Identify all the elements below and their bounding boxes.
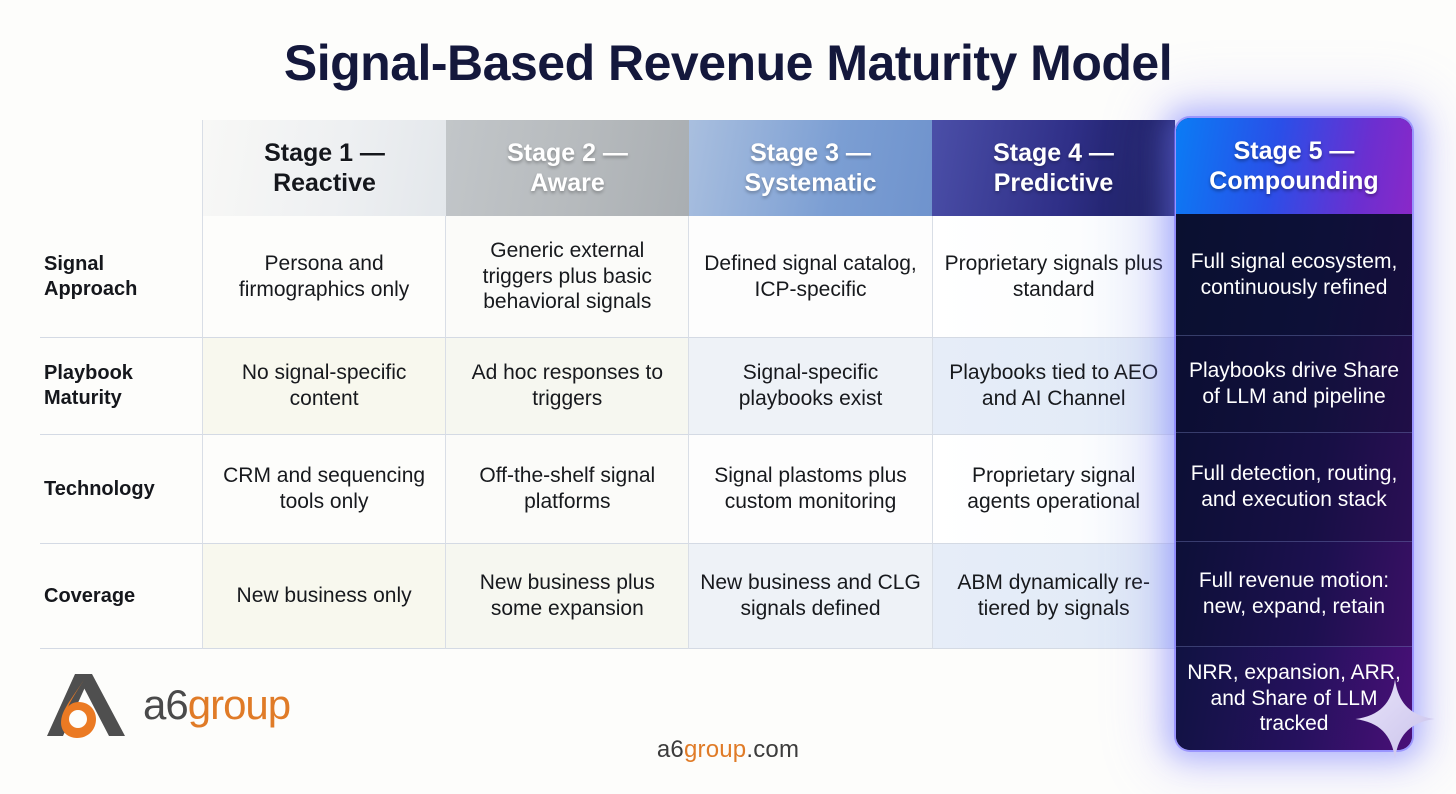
cell-playbook-maturity-stage2: Ad hoc responses to triggers (446, 338, 690, 435)
stage1-header-line1: Stage 1 — (264, 139, 385, 167)
cell-coverage-stage1: New business only (202, 544, 447, 649)
stage4-header-line2: Predictive (993, 169, 1114, 197)
cell-technology-stage5: Full detection, routing, and execution s… (1176, 433, 1412, 542)
cell-metrics-stage5: NRR, expansion, ARR, and Share of LLM tr… (1176, 647, 1412, 750)
cell-signal-approach-stage2: Generic external triggers plus basic beh… (446, 216, 690, 338)
stage5-card-header: Stage 5 — Compounding (1176, 118, 1412, 214)
stage3-header-line1: Stage 3 — (750, 139, 871, 167)
row-label-playbook-maturity: Playbook Maturity (40, 338, 202, 435)
cell-technology-stage3: Signal plastoms plus custom monitoring (689, 435, 933, 544)
logo-wordmark: a6group (143, 681, 291, 728)
cell-technology-stage4: Proprietary signal agents operational (932, 435, 1176, 544)
stage3-header-line2: Systematic (744, 169, 877, 197)
cell-playbook-maturity-stage3: Signal-specific playbooks exist (689, 338, 933, 435)
column-header-stage1: Stage 1 — Reactive (202, 120, 446, 216)
header-corner-spacer (40, 120, 202, 216)
column-header-stage2: Stage 2 — Aware (446, 120, 689, 216)
cell-coverage-stage5: Full revenue motion: new, expand, retain (1176, 542, 1412, 647)
cell-coverage-stage2: New business plus some expansion (446, 544, 690, 649)
stage5-highlight-card[interactable]: Stage 5 — Compounding Full signal ecosys… (1176, 118, 1412, 750)
domain-text-tld: .com (746, 736, 800, 763)
cell-playbook-maturity-stage5: Playbooks drive Share of LLM and pipelin… (1176, 336, 1412, 433)
cell-playbook-maturity-stage4: Playbooks tied to AEO and AI Channel (932, 338, 1176, 435)
page-title: Signal-Based Revenue Maturity Model (283, 35, 1173, 91)
table-row: Signal Approach Persona and firmographic… (40, 216, 1418, 338)
table-row: Coverage New business only New business … (40, 544, 1418, 649)
stage5-header-line1: Stage 5 — (1233, 137, 1355, 165)
stage2-header-line2: Aware (530, 169, 605, 197)
cell-coverage-stage4: ABM dynamically re-tiered by signals (932, 544, 1176, 649)
cell-playbook-maturity-stage1: No signal-specific content (202, 338, 447, 435)
column-header-stage4: Stage 4 — Predictive (932, 120, 1175, 216)
cell-technology-stage1: CRM and sequencing tools only (202, 435, 447, 544)
stage4-header-line1: Stage 4 — (993, 139, 1114, 167)
cell-signal-approach-stage4: Proprietary signals plus standard (932, 216, 1176, 338)
domain-text-a6: a6 (656, 736, 684, 763)
stage5-header-line2: Compounding (1209, 167, 1379, 195)
table-row: Playbook Maturity No signal-specific con… (40, 338, 1418, 435)
column-header-stage3: Stage 3 — Systematic (689, 120, 932, 216)
table-row: Technology CRM and sequencing tools only… (40, 435, 1418, 544)
stage1-header-line2: Reactive (273, 169, 376, 197)
website-domain[interactable]: a6group.com (0, 736, 1456, 764)
row-label-signal-approach: Signal Approach (40, 216, 202, 338)
table-header-row: Stage 1 — Reactive Stage 2 — Aware Stage… (40, 120, 1418, 216)
cell-signal-approach-stage5: Full signal ecosystem, continuously refi… (1176, 214, 1412, 336)
logo-text-a6: a6 (143, 681, 189, 728)
cell-signal-approach-stage1: Persona and firmographics only (202, 216, 447, 338)
cell-technology-stage2: Off-the-shelf signal platforms (446, 435, 690, 544)
a6group-logo[interactable]: a6group (45, 672, 291, 738)
domain-text-group: group (683, 736, 747, 763)
row-label-technology: Technology (40, 435, 202, 544)
cell-coverage-stage3: New business and CLG signals defined (689, 544, 933, 649)
cell-signal-approach-stage3: Defined signal catalog, ICP-specific (689, 216, 933, 338)
row-label-coverage: Coverage (40, 544, 202, 649)
stage2-header-line1: Stage 2 — (507, 139, 628, 167)
maturity-model-table: Stage 1 — Reactive Stage 2 — Aware Stage… (40, 120, 1418, 649)
logo-text-group: group (187, 681, 291, 728)
a6-logomark-icon (47, 674, 125, 738)
